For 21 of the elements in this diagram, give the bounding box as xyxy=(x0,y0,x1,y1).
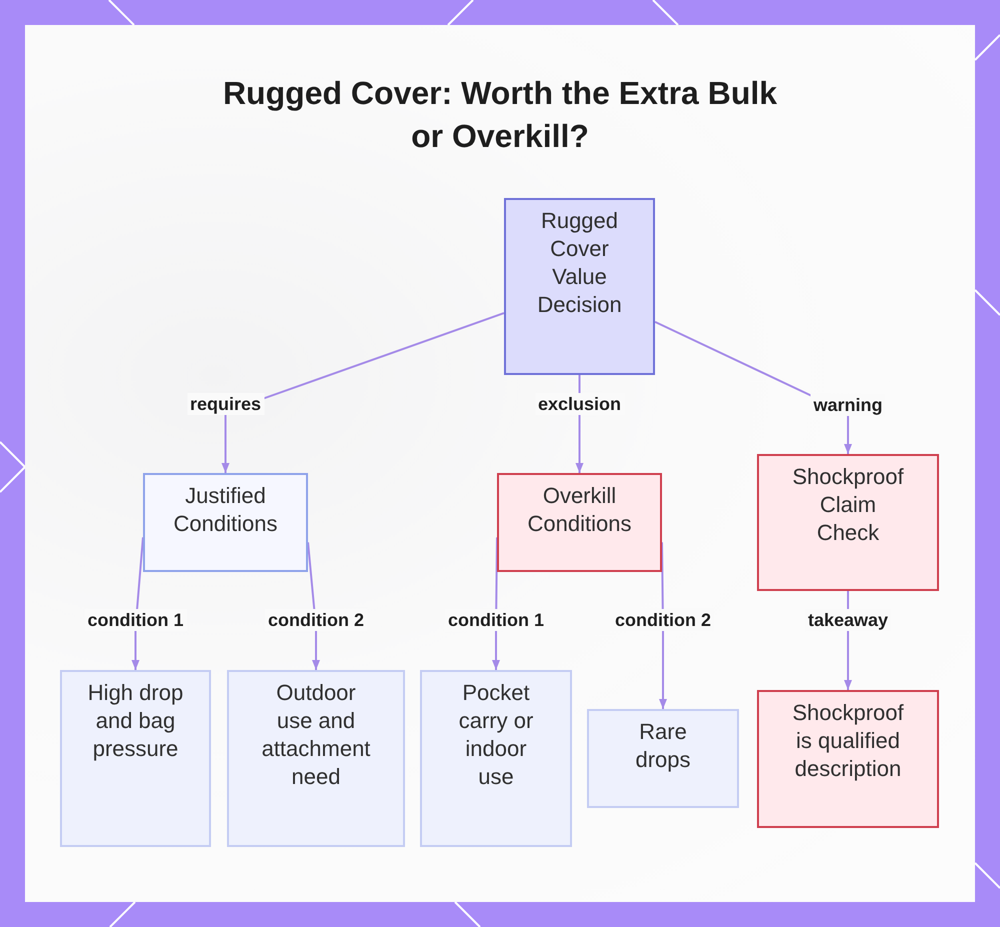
edge-label: requires xyxy=(186,393,264,415)
node-label: Rugged Cover Value Decision xyxy=(536,207,623,319)
node-label: Rare drops xyxy=(634,718,692,774)
process-box xyxy=(757,690,939,828)
connector-arrow xyxy=(659,542,667,709)
process-box xyxy=(497,473,662,572)
node-label: Shockproof Claim Check xyxy=(791,463,905,547)
node-label: Outdoor use and attachment need xyxy=(260,679,372,791)
process-box xyxy=(504,198,655,375)
process-box xyxy=(143,473,308,572)
process-box xyxy=(420,670,572,847)
node-label: Pocket carry or indoor use xyxy=(458,679,534,791)
node-label: Overkill Conditions xyxy=(526,482,632,538)
process-box xyxy=(757,454,939,591)
process-box xyxy=(227,670,405,847)
diagram-title: Rugged Cover: Worth the Extra Bulk or Overkill? xyxy=(222,74,778,156)
process-box xyxy=(60,670,211,847)
node-label: Shockproof is qualified description xyxy=(791,699,905,783)
node-label: High drop and bag pressure xyxy=(86,679,184,763)
process-box xyxy=(587,709,739,808)
node-label: Justified Conditions xyxy=(172,482,278,538)
